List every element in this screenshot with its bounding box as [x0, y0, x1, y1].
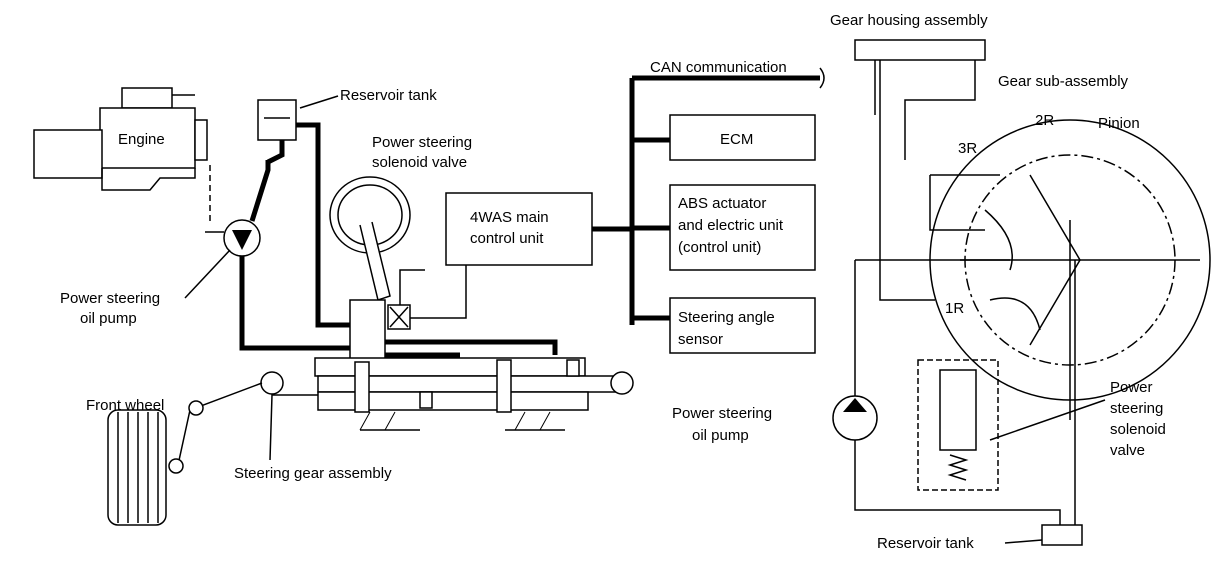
steering-gear-drawing — [314, 339, 634, 431]
abs-label-3: (control unit) — [678, 239, 761, 256]
abs-label-2: and electric unit — [678, 217, 784, 234]
right-solenoid-label-2: steering — [1110, 400, 1163, 417]
gear-housing-icon — [854, 39, 986, 61]
steering-angle-sensor-box — [669, 297, 816, 354]
left-solenoid-label-2: solenoid valve — [372, 154, 467, 171]
main-unit-label-2: control unit — [470, 230, 544, 247]
right-pump-label-1: Power steering — [672, 405, 772, 422]
right-solenoid-label-1: Power — [1110, 379, 1153, 396]
front-wheel-label: Front wheel — [86, 397, 164, 414]
right-solenoid-label-4: valve — [1110, 442, 1145, 459]
engine-label: Engine — [118, 131, 165, 148]
2r-label: 2R — [1035, 112, 1054, 129]
right-solenoid-label-3: solenoid — [1110, 421, 1166, 438]
4was-main-control-unit-box — [445, 192, 593, 266]
left-pump-label-1: Power steering — [60, 290, 160, 307]
abs-box — [669, 184, 816, 271]
steering-gear-label: Steering gear assembly — [234, 465, 392, 482]
gear-housing-label: Gear housing assembly — [830, 12, 988, 29]
right-solenoid-icon — [917, 359, 999, 491]
right-oil-pump-icon — [832, 395, 878, 441]
1r-label: 1R — [945, 300, 964, 317]
front-wheel-icon — [107, 409, 167, 526]
control-valve-icon — [349, 299, 386, 361]
steering-angle-label-2: sensor — [678, 331, 723, 348]
pinion-label: Pinion — [1098, 115, 1140, 132]
ecm-label: ECM — [720, 131, 753, 148]
3r-label: 3R — [958, 140, 977, 157]
abs-label-1: ABS actuator — [678, 195, 766, 212]
can-label: CAN communication — [650, 59, 787, 76]
steering-angle-label-1: Steering angle — [678, 309, 775, 326]
left-solenoid-label-1: Power steering — [372, 134, 472, 151]
left-reservoir-label: Reservoir tank — [340, 87, 437, 104]
main-unit-label-1: 4WAS main — [470, 209, 549, 226]
gear-sub-label: Gear sub-assembly — [998, 73, 1129, 90]
right-reservoir-label: Reservoir tank — [877, 535, 974, 552]
ecm-box — [669, 114, 816, 161]
engine-drawing — [33, 87, 208, 191]
right-reservoir-icon — [1041, 524, 1083, 546]
left-reservoir-icon — [257, 99, 297, 141]
right-pump-label-2: oil pump — [692, 427, 749, 444]
left-pump-label-2: oil pump — [80, 310, 137, 327]
